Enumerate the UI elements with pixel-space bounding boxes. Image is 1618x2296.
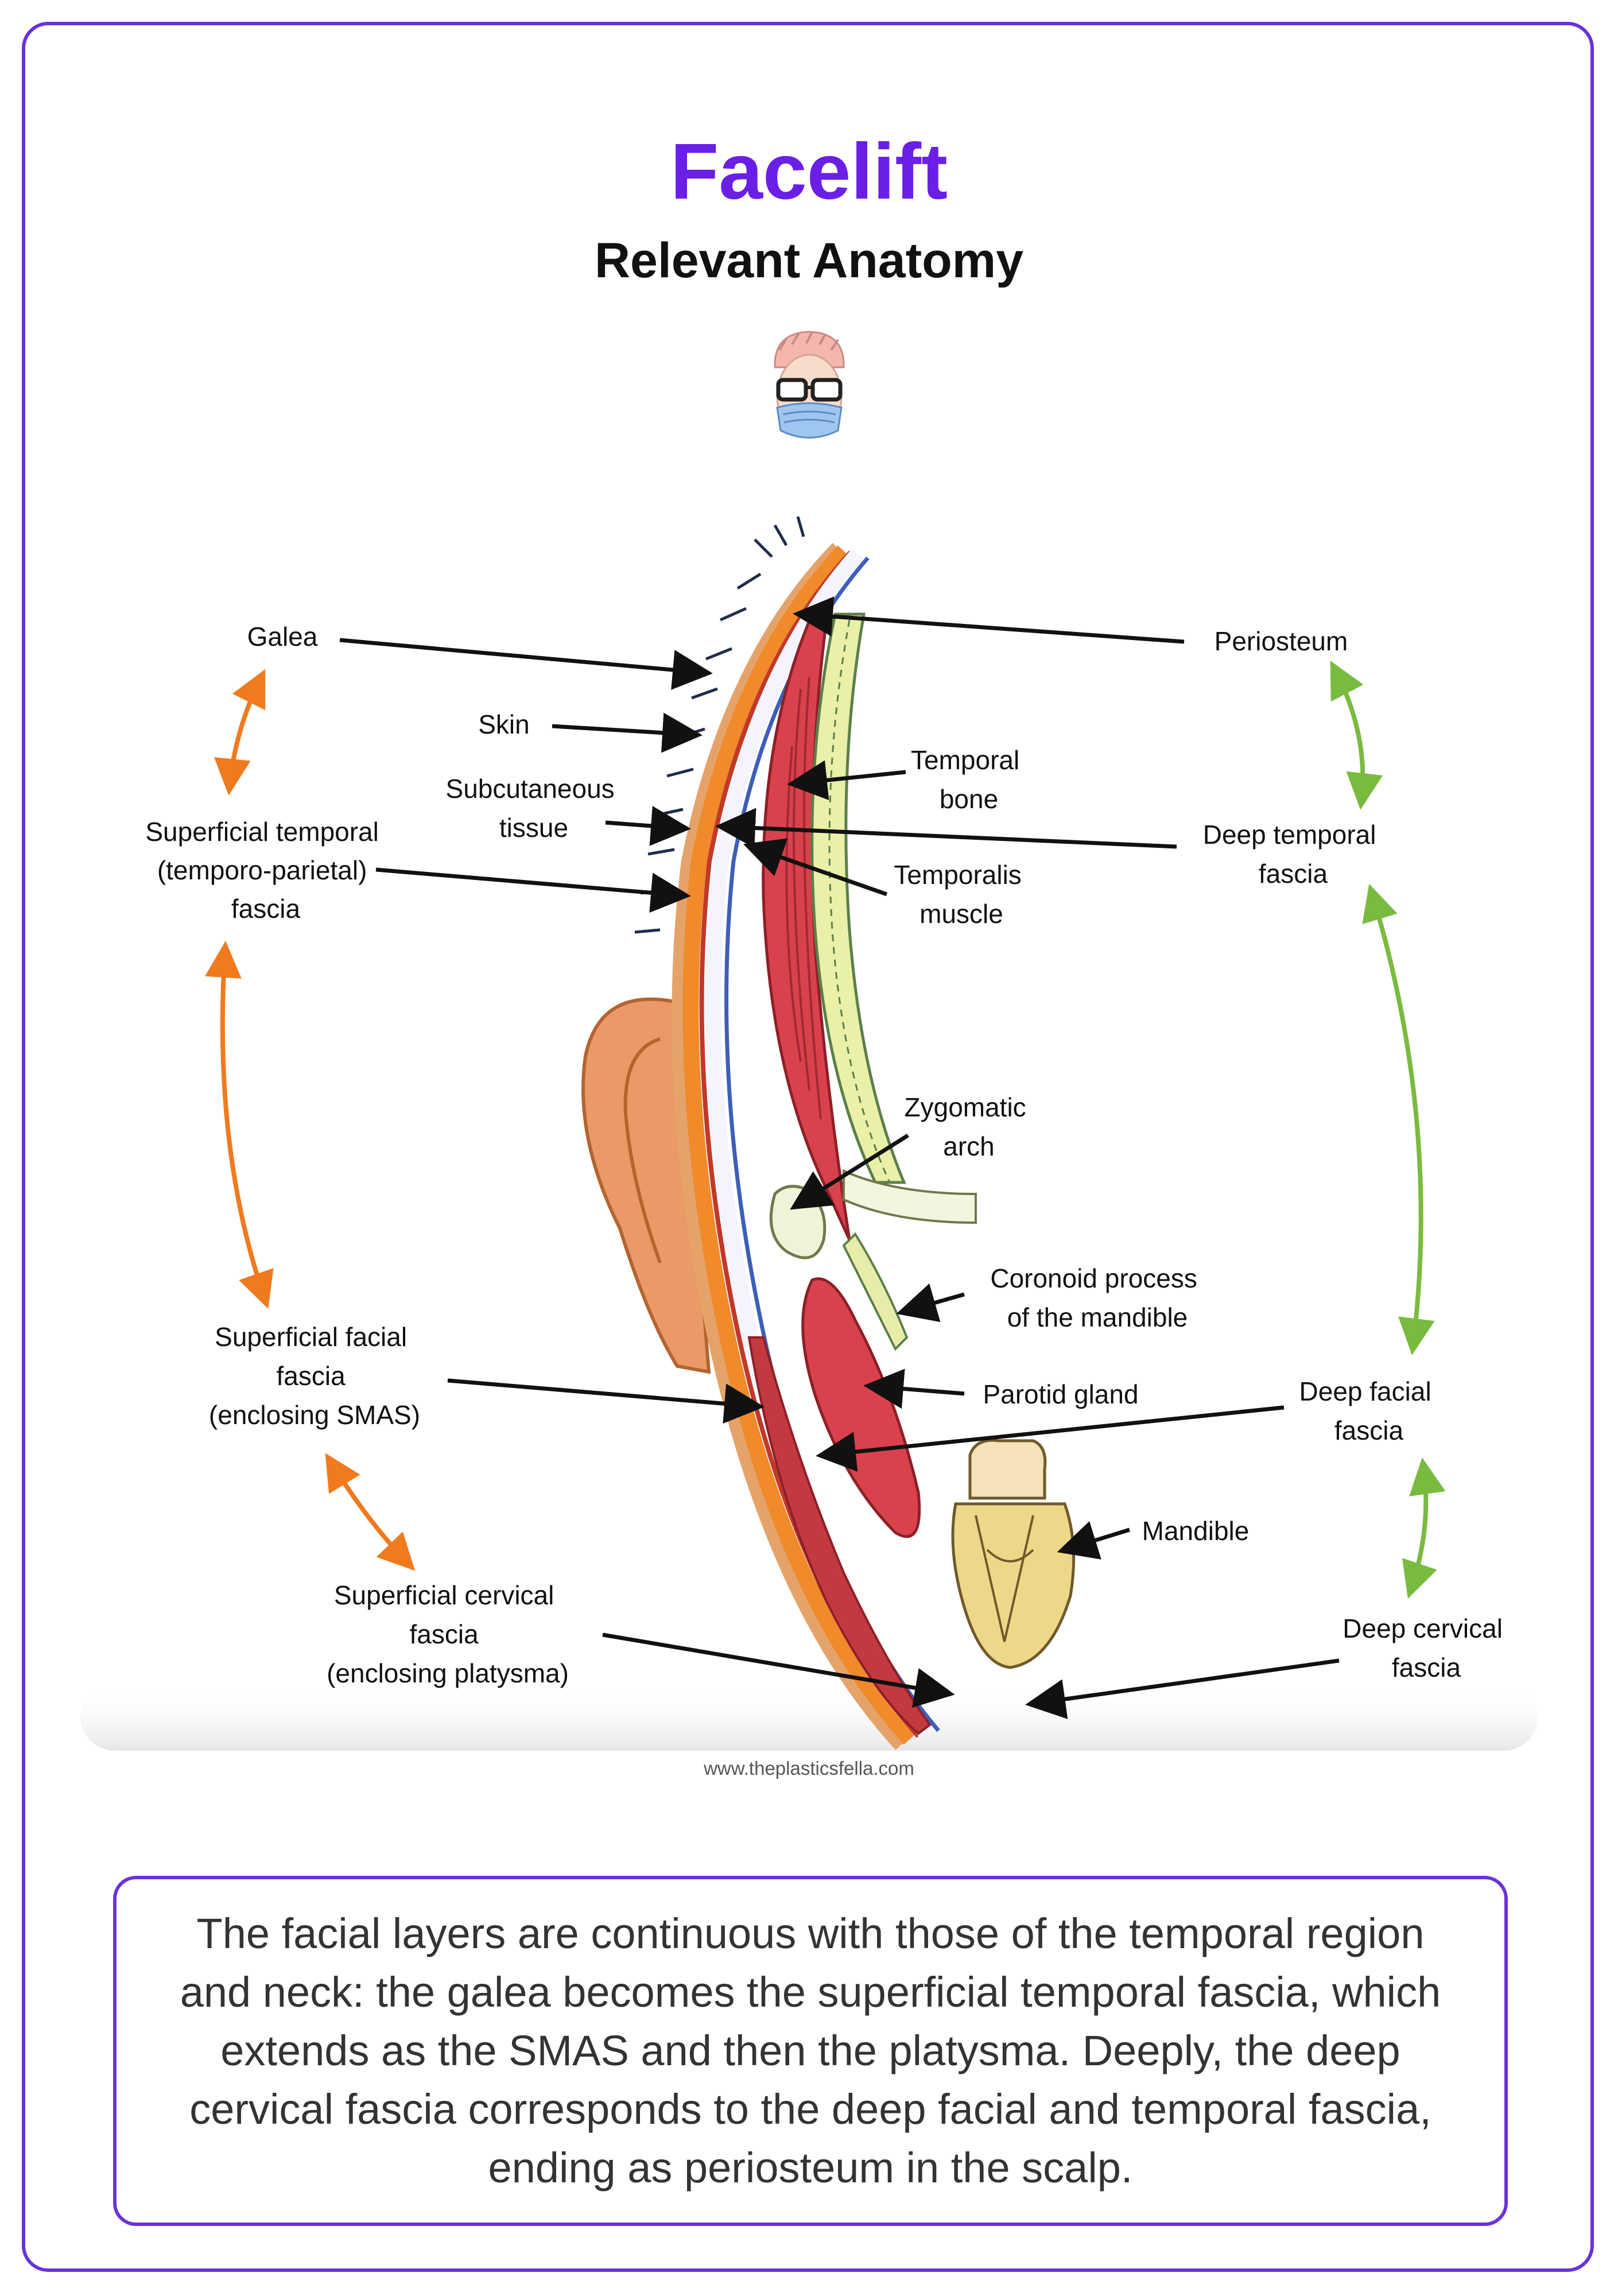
deep-temporal-arrow xyxy=(715,808,1177,849)
deep-facial-arrow xyxy=(816,1405,1285,1472)
coronoid-arrow xyxy=(896,1283,965,1322)
label-mandible: Mandible xyxy=(1142,1516,1250,1546)
superficial-cervical-arrow xyxy=(602,1632,955,1708)
skin-arrow xyxy=(552,712,703,753)
caption-box: The facial layers are continuous with th… xyxy=(113,1876,1508,2226)
website-footer: www.theplasticsfella.com xyxy=(704,1758,914,1779)
dff-to-dcf-arrow xyxy=(1402,1457,1446,1599)
label-galea: Galea xyxy=(247,622,318,651)
label-superficial-temporal: Superficial temporal (temporo-parietal) … xyxy=(145,817,386,924)
galea-arrow xyxy=(339,638,713,690)
doctor-avatar-icon xyxy=(774,331,845,439)
parotid-arrow xyxy=(863,1368,965,1409)
label-skin: Skin xyxy=(478,709,529,739)
label-temporal-bone: Temporal bone xyxy=(911,745,1027,814)
parotid-gland-shape xyxy=(801,1277,921,1538)
temporal-bone-edge xyxy=(828,619,891,1183)
superficial-continuity-arrows xyxy=(205,669,416,1571)
page-title: Facelift xyxy=(670,127,948,216)
labels: Galea Skin Subcutaneous tissue Superfici… xyxy=(145,622,1510,1688)
stf-to-smas-arrow xyxy=(205,941,274,1309)
label-subcutaneous: Subcutaneous tissue xyxy=(446,774,622,843)
deep-continuity-arrows xyxy=(1330,660,1446,1599)
ear-inner xyxy=(623,1037,662,1264)
galea-to-stf-arrow xyxy=(214,669,266,796)
periosteum-arrow xyxy=(793,596,1185,644)
temporal-bone-shape xyxy=(810,612,906,1184)
page-frame xyxy=(22,22,1594,2272)
mandible-arrow xyxy=(1057,1521,1131,1560)
caption-text: The facial layers are continuous with th… xyxy=(180,1910,1441,2192)
zygomatic-arch-shape xyxy=(769,1185,827,1259)
label-deep-facial: Deep facial fascia xyxy=(1299,1376,1439,1445)
anatomy-diagram: Galea Skin Subcutaneous tissue Superfici… xyxy=(80,516,1538,1751)
periosteum-to-dtf-arrow xyxy=(1330,660,1383,810)
page-subtitle: Relevant Anatomy xyxy=(594,233,1024,288)
zygomatic-bone-extension xyxy=(843,1169,977,1224)
label-zygomatic: Zygomatic arch xyxy=(905,1092,1034,1161)
superficial-facial-arrow xyxy=(447,1378,765,1424)
superficial-temporal-arrow xyxy=(375,867,691,913)
label-temporalis: Temporalis muscle xyxy=(894,860,1029,929)
smas-muscle-shape xyxy=(747,1336,932,1735)
skin-layer xyxy=(672,542,907,1750)
subcutaneous-arrow xyxy=(605,805,691,846)
anatomy-illustration xyxy=(581,516,1076,1750)
label-parotid: Parotid gland xyxy=(983,1379,1138,1409)
deep-cervical-arrow xyxy=(1025,1658,1340,1719)
temporal-bone-arrow xyxy=(787,760,906,801)
subcutaneous-layer xyxy=(682,545,916,1745)
smas-to-platysma-arrow xyxy=(325,1453,416,1571)
dtf-to-dff-arrow xyxy=(1362,883,1435,1355)
label-periosteum: Periosteum xyxy=(1215,626,1348,656)
diagram-base-shadow xyxy=(80,1682,1538,1751)
zygomatic-arrow xyxy=(790,1134,909,1210)
mandible-shape xyxy=(951,1438,1076,1669)
label-superficial-cervical: Superficial cervical fascia (enclosing p… xyxy=(327,1580,569,1688)
label-deep-cervical: Deep cervical fascia xyxy=(1342,1614,1510,1682)
temporalis-arrow xyxy=(743,838,888,897)
label-deep-temporal: Deep temporal fascia xyxy=(1203,820,1384,889)
coronoid-process-shape xyxy=(842,1232,909,1351)
label-superficial-facial: Superficial facial fascia (enclosing SMA… xyxy=(209,1322,420,1430)
pointer-arrows xyxy=(339,596,1340,1719)
label-coronoid: Coronoid process of the mandible xyxy=(990,1263,1204,1332)
